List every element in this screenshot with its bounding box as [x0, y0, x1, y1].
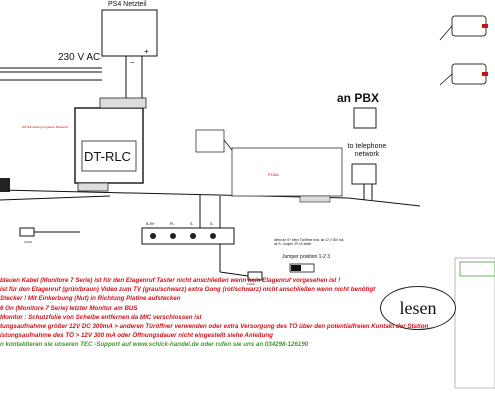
notes-block: blauen Kabel (Monitore 7 Serie) ist für … — [0, 276, 495, 350]
lock-center-wire — [219, 271, 249, 277]
voltage-label: 230 V AC — [58, 52, 101, 63]
terminal-1 — [150, 233, 156, 239]
monitor-wire-top — [439, 25, 453, 41]
terminal-2 — [170, 233, 176, 239]
jumper-cap — [291, 265, 301, 271]
terminal-label-3: S- — [190, 222, 194, 226]
note-line-6: tungsaufnahme größer 12V DC 300mA > ande… — [0, 323, 429, 331]
right-panel-top — [459, 261, 495, 277]
dtrlc-red-note: DIP Einstellung Angaben Bedienfix — [22, 125, 69, 129]
note-line-4: 6 On (Monitore 7 Serie) letzter Monitor … — [0, 304, 138, 312]
telephone-socket — [351, 163, 377, 185]
note-line-8: n kontaktieren sie unseren TEC -Support … — [0, 341, 309, 349]
pcb-label: PCBA — [268, 172, 279, 177]
note-line-5: Monitor : Schutzfolie von Scheibe entfer… — [0, 313, 202, 321]
note-line-2: ist für den Etagenruf (grün/braun) Video… — [0, 286, 376, 294]
terminal-4 — [210, 233, 216, 239]
bus-wire-bottom — [0, 195, 111, 201]
bus-wire-right — [347, 197, 421, 207]
lock-left-body — [19, 227, 35, 237]
monitor-wire-bottom — [439, 73, 453, 86]
minus-label: − — [130, 58, 135, 67]
plus-label: + — [144, 47, 149, 56]
monitor-top — [451, 15, 487, 37]
lock-label: LOCK — [24, 240, 33, 244]
jumper-block — [289, 263, 315, 273]
pbx-label: an PBX — [337, 91, 380, 105]
pcb-relay — [195, 129, 225, 153]
dtrlc-top-terminal — [99, 97, 147, 109]
lesen-bubble: lesen — [380, 286, 456, 330]
monitor-bottom-dot — [482, 72, 488, 76]
telephone-network-label: to telephone network — [347, 143, 387, 158]
terminal-3 — [190, 233, 196, 239]
terminal-label-1: B-/B+ — [146, 222, 155, 226]
dtrlc-bottom-terminal — [77, 182, 109, 192]
pcb-feed-wire — [223, 139, 233, 151]
pcb-board — [231, 147, 343, 197]
terminal-label-2: PL — [170, 222, 175, 226]
terminal-label-4: S- — [210, 222, 214, 226]
note-line-1: blauen Kabel (Monitore 7 Serie) ist für … — [0, 277, 341, 284]
lock-center-label: LOCK — [247, 282, 256, 286]
pcb-terminal-1 — [299, 195, 331, 203]
note-line-3: Stecker ! Mit Einkerbung (Nut) in Richtu… — [0, 295, 181, 303]
ps4-label: PS4 Netzteil — [108, 1, 147, 8]
monitor-bottom — [451, 63, 487, 85]
pbx-socket — [353, 107, 377, 129]
bus-wire-top — [0, 189, 349, 199]
monitor-top-dot — [482, 24, 488, 28]
terminal-strip — [141, 227, 235, 245]
dtrlc-label-box — [81, 140, 137, 172]
jumper-position-label: Jumper position 1-2 3 — [282, 254, 331, 260]
ps4-power-supply — [101, 9, 158, 57]
jumper-note: direkt an S+ beim Türöffner bzw. ab 12 V… — [274, 238, 344, 246]
note-line-7: istungsaufnahme des TÖ > 12V 300 mA oder… — [0, 332, 273, 340]
dtrlc-label: DT-RLC — [84, 149, 131, 164]
right-panel — [454, 257, 495, 389]
left-lock-box — [0, 178, 10, 192]
